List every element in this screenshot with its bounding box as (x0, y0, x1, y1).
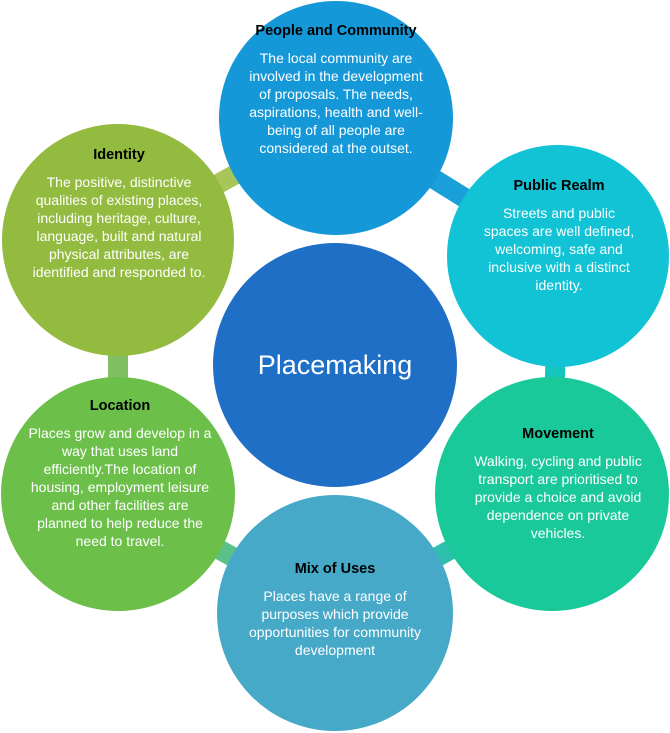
node-body: Streets and public spaces are well defin… (483, 205, 635, 293)
node-title: Mix of Uses (294, 561, 376, 577)
node-identity: Identity The positive, distinctive quali… (30, 146, 208, 281)
circle-people (219, 1, 453, 235)
node-title: People and Community (255, 23, 417, 39)
node-mix-of-uses: Mix of Uses Places have a range of purpo… (245, 560, 425, 659)
node-body: Places have a range of purposes which pr… (249, 588, 421, 658)
node-body: Places grow and develop in a way that us… (28, 425, 212, 549)
node-title: Public Realm (513, 178, 605, 194)
node-title: Identity (93, 147, 145, 163)
node-location: Location Places grow and develop in a wa… (28, 397, 212, 550)
center-circle (213, 243, 457, 487)
node-title: Location (89, 398, 151, 414)
node-movement: Movement Walking, cycling and public tra… (468, 425, 648, 542)
node-body: Walking, cycling and public transport ar… (474, 453, 642, 541)
circle-movement (435, 377, 669, 611)
circle-mix-of-uses (217, 495, 453, 731)
center-label: Placemaking (257, 350, 413, 380)
circle-identity (2, 124, 234, 356)
circle-public-realm (447, 145, 669, 367)
node-body: The positive, distinctive qualities of e… (32, 174, 206, 280)
node-title: Movement (522, 426, 594, 442)
circle-location (1, 377, 235, 611)
node-public-realm: Public Realm Streets and public spaces a… (480, 177, 638, 294)
node-body: The local community are involved in the … (249, 50, 423, 156)
node-people-and-community: People and Community The local community… (248, 22, 424, 157)
